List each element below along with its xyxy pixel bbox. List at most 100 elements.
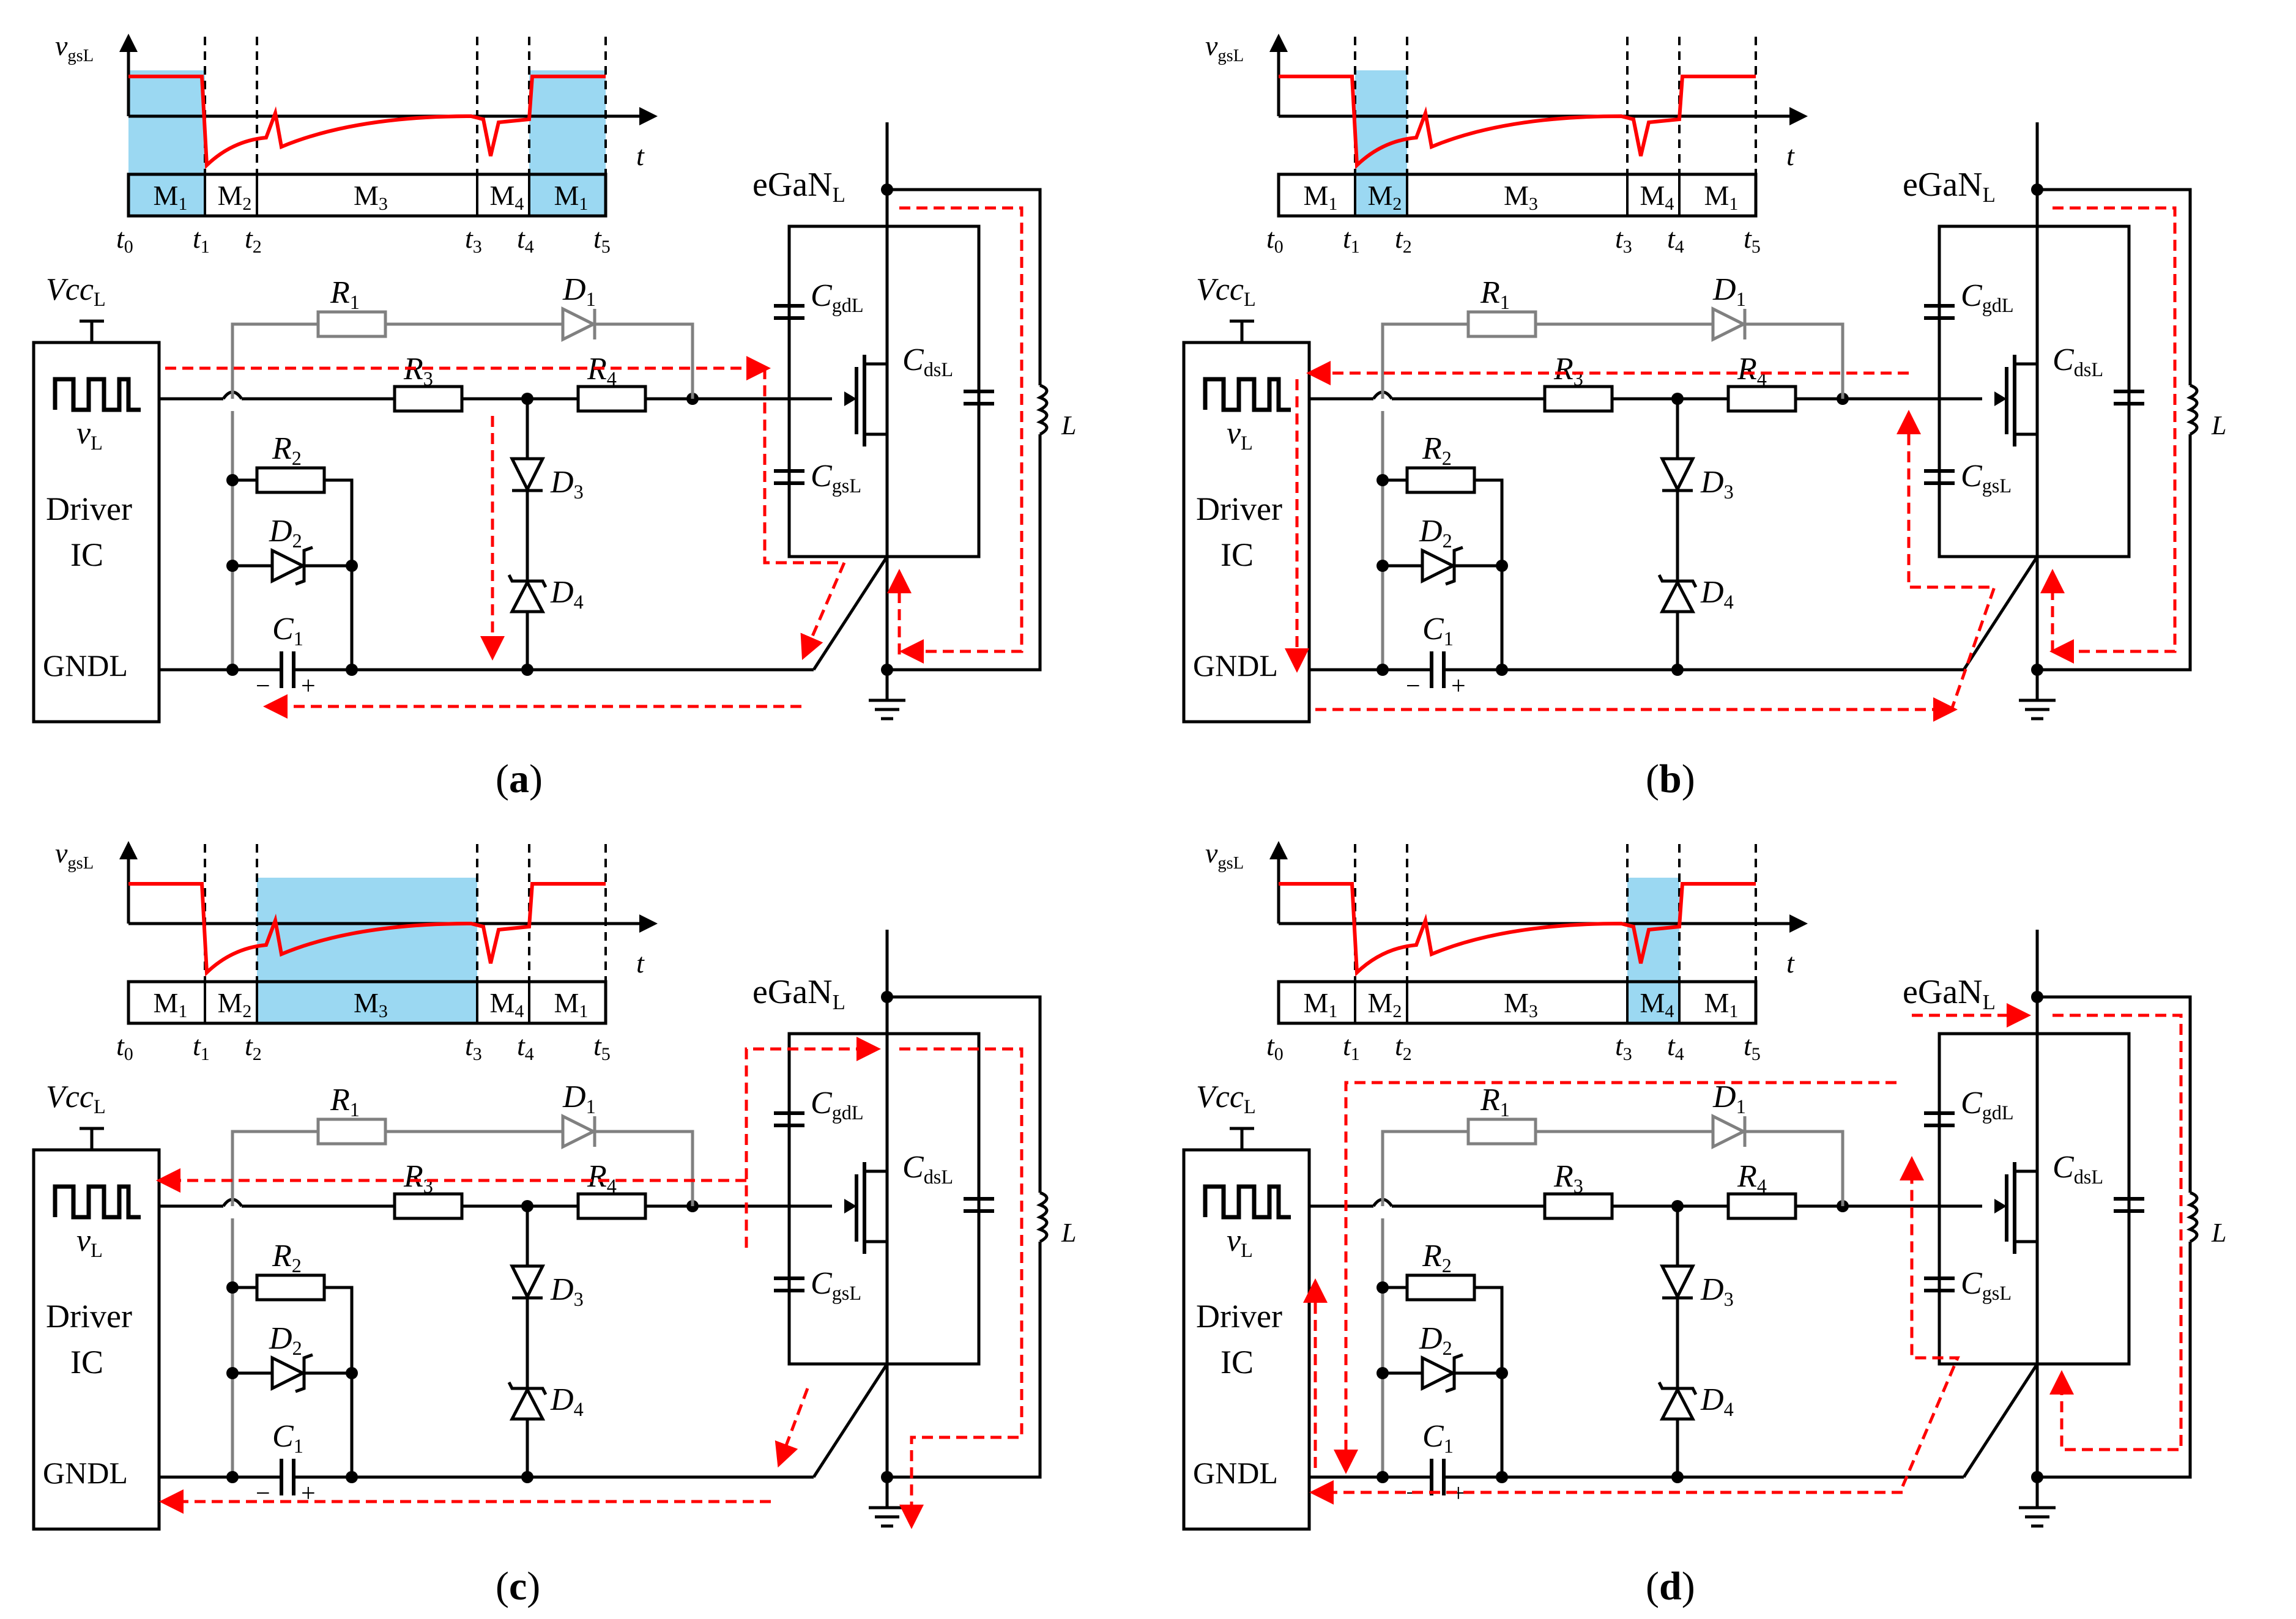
- l-label: L: [1061, 410, 1076, 440]
- gndl-label: GNDL: [1193, 1456, 1278, 1490]
- d1-label: D1: [562, 272, 596, 310]
- mode-label-4: M1: [554, 987, 589, 1021]
- r1-label: R1: [1480, 1083, 1510, 1121]
- current-path: [1334, 1081, 1897, 1474]
- l-label: L: [2211, 1218, 2226, 1248]
- current-path: [2049, 206, 2177, 664]
- mode-label-4: M1: [554, 180, 589, 214]
- cgs-label: CgsL: [1961, 459, 2012, 497]
- panel-caption: (a): [496, 757, 543, 801]
- time-mark-1: t1: [1343, 1030, 1360, 1064]
- driver-label: Driver: [1196, 491, 1282, 527]
- time-mark-5: t5: [593, 1030, 611, 1064]
- c1-label: C1: [272, 1419, 303, 1457]
- r2-label: R2: [272, 1239, 302, 1276]
- time-mark-0: t0: [116, 223, 133, 257]
- time-mark-2: t2: [245, 223, 262, 257]
- current-path: [745, 1037, 881, 1248]
- mode-label-1: M2: [1368, 987, 1402, 1021]
- vgs-axis-label: vgsL: [55, 837, 94, 873]
- time-mark-3: t3: [1615, 223, 1632, 257]
- time-mark-0: t0: [116, 1030, 133, 1064]
- mode-label-3: M4: [1640, 180, 1674, 214]
- c1-plus-label: +: [1451, 672, 1466, 700]
- c1-label: C1: [1422, 612, 1454, 650]
- time-mark-5: t5: [1744, 223, 1761, 257]
- cgd-label: CgdL: [811, 1086, 864, 1124]
- cds-label: CdsL: [2053, 1150, 2103, 1188]
- time-mark-1: t1: [193, 223, 210, 257]
- ic-label: IC: [1220, 536, 1254, 573]
- d3-label: D3: [1700, 1272, 1734, 1310]
- cgs-label: CgsL: [1961, 1266, 2012, 1304]
- vl-label: vL: [1227, 1223, 1253, 1261]
- r3-label: R3: [403, 352, 433, 390]
- ic-label: IC: [70, 1344, 103, 1380]
- vcc-label: VccL: [1196, 1080, 1256, 1117]
- c1-plus-label: +: [301, 672, 316, 700]
- d3-label: D3: [550, 465, 584, 503]
- c1-plus-label: +: [301, 1480, 316, 1508]
- egan-label: eGaNL: [752, 166, 845, 207]
- time-mark-0: t0: [1266, 223, 1284, 257]
- ic-label: IC: [1220, 1344, 1254, 1380]
- time-mark-5: t5: [1744, 1030, 1761, 1064]
- r2-label: R2: [1422, 1239, 1452, 1276]
- r4-label: R4: [587, 352, 617, 390]
- r3-label: R3: [1553, 1159, 1583, 1197]
- mode-label-4: M1: [1704, 180, 1739, 214]
- gndl-label: GNDL: [43, 1456, 128, 1490]
- egan-label: eGaNL: [1903, 166, 1996, 207]
- egan-label: eGaNL: [752, 973, 845, 1014]
- mode-highlight-4: [529, 70, 606, 216]
- ic-label: IC: [70, 536, 103, 573]
- d2-label: D2: [1419, 1321, 1452, 1359]
- mode-label-1: M2: [1368, 180, 1402, 214]
- d4-label: D4: [1700, 575, 1734, 613]
- vgs-axis-label: vgsL: [1205, 837, 1244, 873]
- vcc-label: VccL: [46, 1080, 106, 1117]
- time-mark-4: t4: [1667, 223, 1684, 257]
- r2-label: R2: [272, 431, 302, 469]
- d4-label: D4: [550, 575, 584, 613]
- current-path: [1900, 1156, 1960, 1487]
- mode-label-2: M3: [354, 180, 388, 214]
- gndl-label: GNDL: [43, 648, 128, 683]
- cds-label: CdsL: [902, 343, 953, 380]
- time-mark-1: t1: [193, 1030, 210, 1064]
- d2-label: D2: [269, 514, 302, 552]
- r3-label: R3: [403, 1159, 433, 1197]
- d1-label: D1: [1712, 272, 1746, 310]
- vgs-axis-label: vgsL: [1205, 30, 1244, 65]
- cgs-label: CgsL: [811, 1266, 861, 1304]
- mode-label-0: M1: [1304, 987, 1338, 1021]
- time-mark-2: t2: [1395, 1030, 1412, 1064]
- r1-label: R1: [1480, 275, 1510, 313]
- t-axis-label: t: [636, 140, 645, 171]
- d3-label: D3: [1700, 465, 1734, 503]
- c1-label: C1: [272, 612, 303, 650]
- cgd-label: CgdL: [1961, 1086, 2014, 1124]
- time-mark-1: t1: [1343, 223, 1360, 257]
- vcc-label: VccL: [1196, 272, 1256, 310]
- current-path: [763, 368, 847, 661]
- time-mark-3: t3: [465, 223, 482, 257]
- c1-minus-label: −: [256, 672, 270, 700]
- time-mark-4: t4: [517, 223, 534, 257]
- driver-label: Driver: [46, 1298, 132, 1335]
- r4-label: R4: [1737, 1159, 1767, 1197]
- mode-label-0: M1: [154, 180, 188, 214]
- panel-caption: (c): [496, 1564, 540, 1609]
- r1-label: R1: [330, 275, 360, 313]
- mode-label-0: M1: [154, 987, 188, 1021]
- driver-label: Driver: [1196, 1298, 1282, 1335]
- d3-label: D3: [550, 1272, 584, 1310]
- panel-caption: (b): [1646, 757, 1695, 801]
- d1-label: D1: [562, 1080, 596, 1117]
- time-mark-0: t0: [1266, 1030, 1284, 1064]
- t-axis-label: t: [1786, 947, 1795, 979]
